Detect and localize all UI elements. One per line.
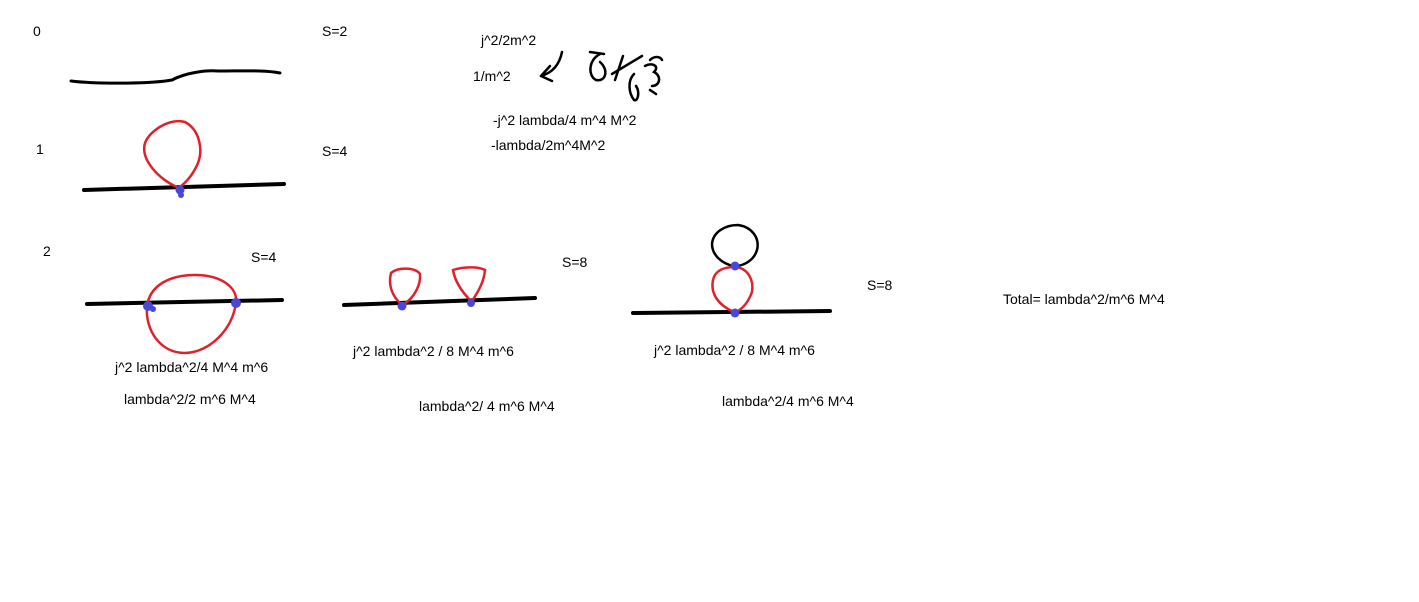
term-2c-line2: lambda^2/4 m^6 M^4 [722,393,854,409]
vertex-2b-left [397,301,407,311]
vertex-1 [175,185,185,195]
order-0-label: 0 [33,23,41,39]
arrow-icon [539,50,564,83]
propagator-line-1 [82,182,286,192]
total-label: Total= lambda^2/m^6 M^4 [1003,291,1165,307]
term-2c-line1: j^2 lambda^2 / 8 M^4 m^6 [654,342,815,358]
loop-2a [145,273,238,355]
symmetry-factor-2a: S=4 [251,249,277,265]
propagator-line-2b [342,296,537,307]
order-2-label: 2 [43,243,51,259]
vertex-2c-bottom [730,308,740,318]
symmetry-factor-2c: S=8 [867,277,893,293]
order-1-label: 1 [36,141,44,157]
loop-2b-right [451,266,487,302]
symmetry-factor-2b: S=8 [562,254,588,270]
note-j2: j^2/2m^2 [481,32,537,48]
vertex-2b-right [467,299,475,307]
term-2b-line2: lambda^2/ 4 m^6 M^4 [419,398,555,414]
loop-1 [142,119,202,189]
note-loop1-b: -lambda/2m^4M^2 [491,137,606,153]
loop-2c-lower [711,265,754,314]
vertex-2c-mid [730,261,740,271]
loop-2c-upper [710,223,759,268]
handwritten-derivative [588,50,664,102]
term-2b-line1: j^2 lambda^2 / 8 M^4 m^6 [353,343,514,359]
symmetry-factor-0: S=2 [322,23,348,39]
note-loop1-a: -j^2 lambda/4 m^4 M^2 [493,112,637,128]
vertex-2a-right [231,298,241,308]
loop-2b-left [388,267,422,306]
propagator-line-2a [85,298,284,306]
note-inv-m2: 1/m^2 [473,68,511,84]
term-2a-line2: lambda^2/2 m^6 M^4 [124,391,256,407]
symmetry-factor-1: S=4 [322,143,348,159]
term-2a-line1: j^2 lambda^2/4 M^4 m^6 [115,359,269,375]
propagator-line-0 [69,69,282,85]
